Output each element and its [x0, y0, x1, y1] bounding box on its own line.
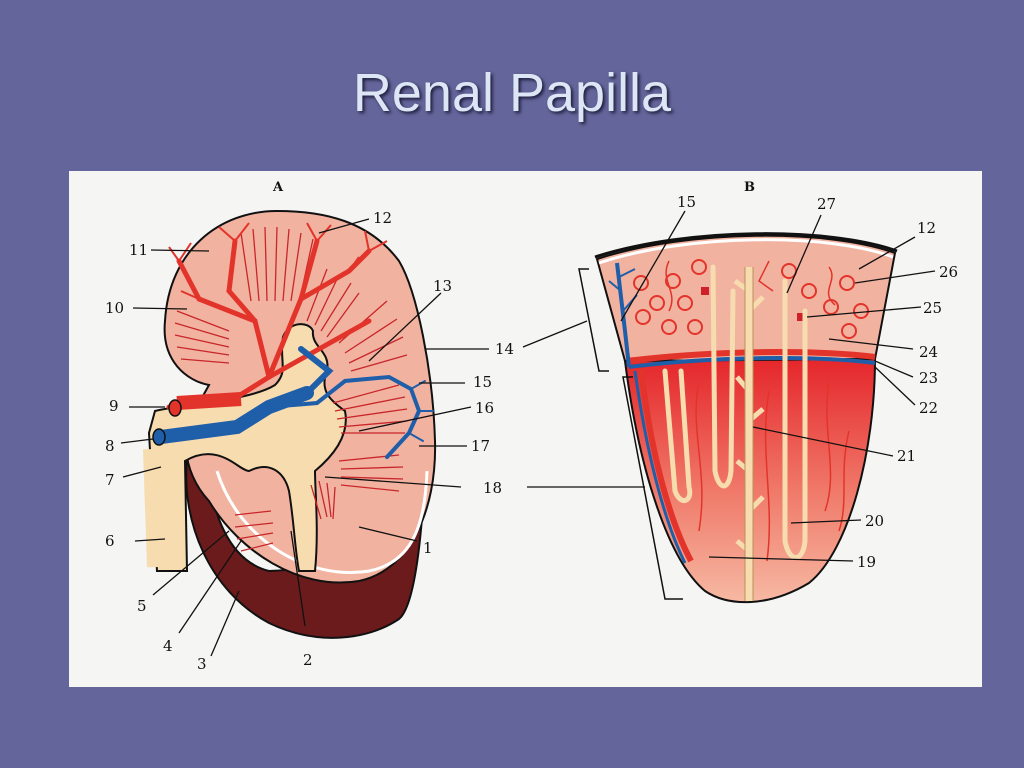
nephron-loops — [662, 264, 808, 560]
label-a-1: 1 — [423, 539, 433, 557]
label-a-8: 8 — [105, 437, 115, 455]
label-a-13: 13 — [433, 277, 452, 295]
label-a-16: 16 — [475, 399, 494, 417]
label-a-2: 2 — [303, 651, 313, 669]
label-a-14: 14 — [495, 340, 514, 358]
label-a-12: 12 — [373, 209, 392, 227]
label-b-27: 27 — [817, 195, 836, 213]
renal-veins — [154, 346, 434, 459]
brackets-b — [578, 268, 683, 600]
label-b-23: 23 — [919, 369, 938, 387]
kidney-diagram: A B 11 10 12 13 14 15 16 17 18 1 2 3 4 — [105, 180, 958, 673]
papilla-section-b — [594, 232, 898, 604]
diagram-panel: A B 11 10 12 13 14 15 16 17 18 1 2 3 4 — [69, 171, 982, 687]
ureter — [143, 448, 171, 568]
label-b-21: 21 — [897, 447, 916, 465]
label-b-24: 24 — [919, 343, 938, 361]
label-a-9: 9 — [109, 397, 119, 415]
label-b-25: 25 — [923, 299, 942, 317]
label-a-3: 3 — [197, 655, 207, 673]
labels-b: 15 27 12 26 25 24 23 22 21 20 19 — [677, 193, 958, 571]
label-b-15: 15 — [677, 193, 696, 211]
label-a-18: 18 — [483, 479, 502, 497]
label-a-4: 4 — [163, 637, 173, 655]
label-a-17: 17 — [471, 437, 490, 455]
label-a-11: 11 — [129, 241, 148, 259]
panel-a-label: A — [272, 180, 284, 195]
label-a-15: 15 — [473, 373, 492, 391]
label-a-10: 10 — [105, 299, 124, 317]
panel-b-label: B — [744, 180, 755, 195]
label-b-19: 19 — [857, 553, 876, 571]
label-a-6: 6 — [105, 532, 115, 550]
label-a-5: 5 — [137, 597, 147, 615]
leader-lines-b — [522, 210, 936, 562]
renal-artery-stub — [176, 392, 242, 410]
labels-a: 11 10 12 13 14 15 16 17 18 1 2 3 4 5 6 7… — [105, 209, 514, 673]
label-a-7: 7 — [105, 471, 115, 489]
label-b-20: 20 — [865, 512, 884, 530]
label-b-22: 22 — [919, 399, 938, 417]
slide-title: Renal Papilla — [352, 63, 672, 123]
leader-lines-a — [120, 218, 489, 657]
label-b-26: 26 — [939, 263, 958, 281]
label-b-12: 12 — [917, 219, 936, 237]
